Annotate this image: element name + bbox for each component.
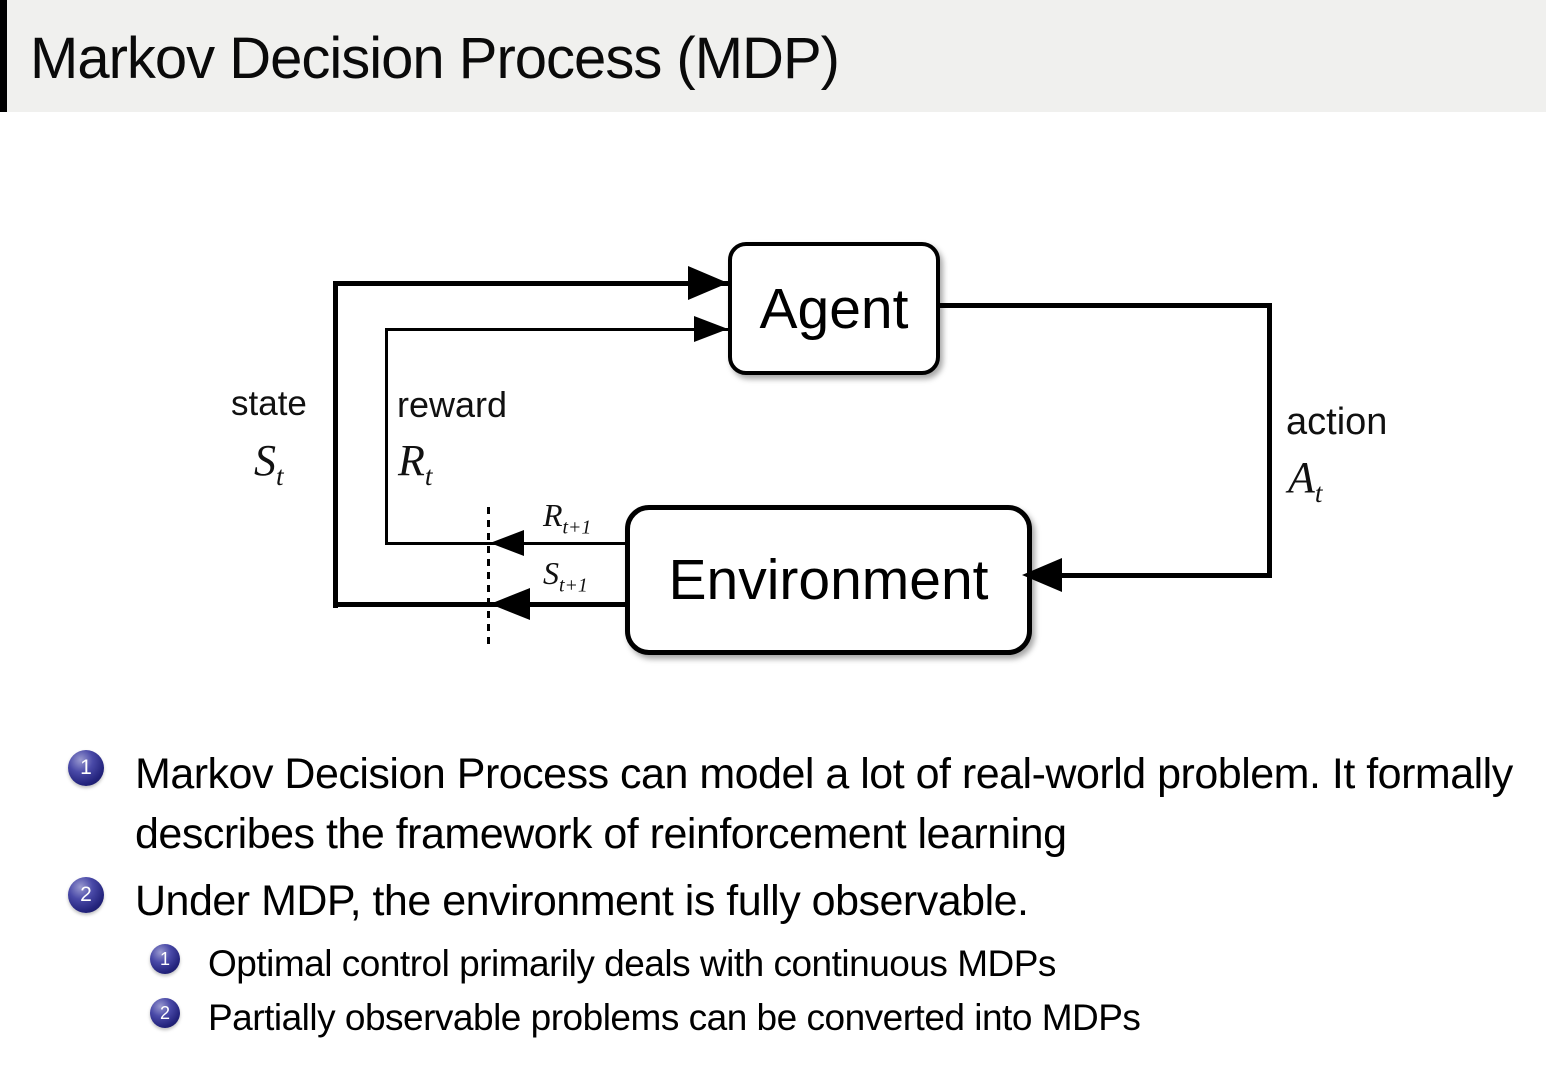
sub-bullet-2-badge: 2 bbox=[150, 998, 180, 1028]
bullet-1-badge: 1 bbox=[68, 750, 104, 786]
arrow-action-to-environment-icon bbox=[1022, 558, 1062, 592]
arrow-state-to-agent-icon bbox=[688, 266, 728, 300]
state-line-left bbox=[333, 281, 338, 608]
header-accent-bar bbox=[0, 0, 7, 112]
sub-bullet-1-badge: 1 bbox=[150, 944, 180, 974]
reward-symbol: Rt bbox=[398, 436, 433, 491]
slide-header: Markov Decision Process (MDP) bbox=[0, 0, 1546, 112]
bullet-2-text: Under MDP, the environment is fully obse… bbox=[135, 877, 1029, 925]
environment-box: Environment bbox=[625, 505, 1032, 655]
state-symbol: St bbox=[254, 436, 284, 491]
agent-box: Agent bbox=[728, 242, 940, 375]
reward-label: reward bbox=[397, 384, 508, 425]
arrow-reward-to-agent-icon bbox=[694, 316, 728, 342]
action-line-top bbox=[932, 303, 1272, 308]
mdp-diagram: Agent Environment state reward action St… bbox=[0, 112, 1546, 692]
bullet-1-text: Markov Decision Process can model a lot … bbox=[135, 750, 1513, 858]
agent-label: Agent bbox=[759, 276, 909, 341]
next-state-symbol: St+1 bbox=[543, 555, 588, 597]
sub-bullet-2-text: Partially observable problems can be con… bbox=[208, 997, 1141, 1038]
state-line-bottom bbox=[333, 602, 628, 607]
next-reward-symbol: Rt+1 bbox=[543, 497, 592, 539]
page-title: Markov Decision Process (MDP) bbox=[30, 26, 840, 91]
state-label: state bbox=[231, 384, 307, 423]
environment-label: Environment bbox=[668, 548, 989, 612]
action-symbol: At bbox=[1288, 453, 1323, 508]
sub-bullet-1-text: Optimal control primarily deals with con… bbox=[208, 943, 1056, 984]
reward-line-left bbox=[385, 328, 388, 545]
action-line-bottom bbox=[1022, 573, 1272, 578]
time-step-dashed-line bbox=[487, 507, 490, 647]
bullet-2-badge: 2 bbox=[68, 877, 104, 913]
arrow-next-state-icon bbox=[490, 588, 530, 620]
action-line-right bbox=[1267, 303, 1272, 578]
action-label: action bbox=[1286, 401, 1388, 443]
reward-line-top bbox=[385, 328, 728, 331]
arrow-next-reward-icon bbox=[490, 530, 524, 556]
state-line-top bbox=[333, 281, 728, 286]
